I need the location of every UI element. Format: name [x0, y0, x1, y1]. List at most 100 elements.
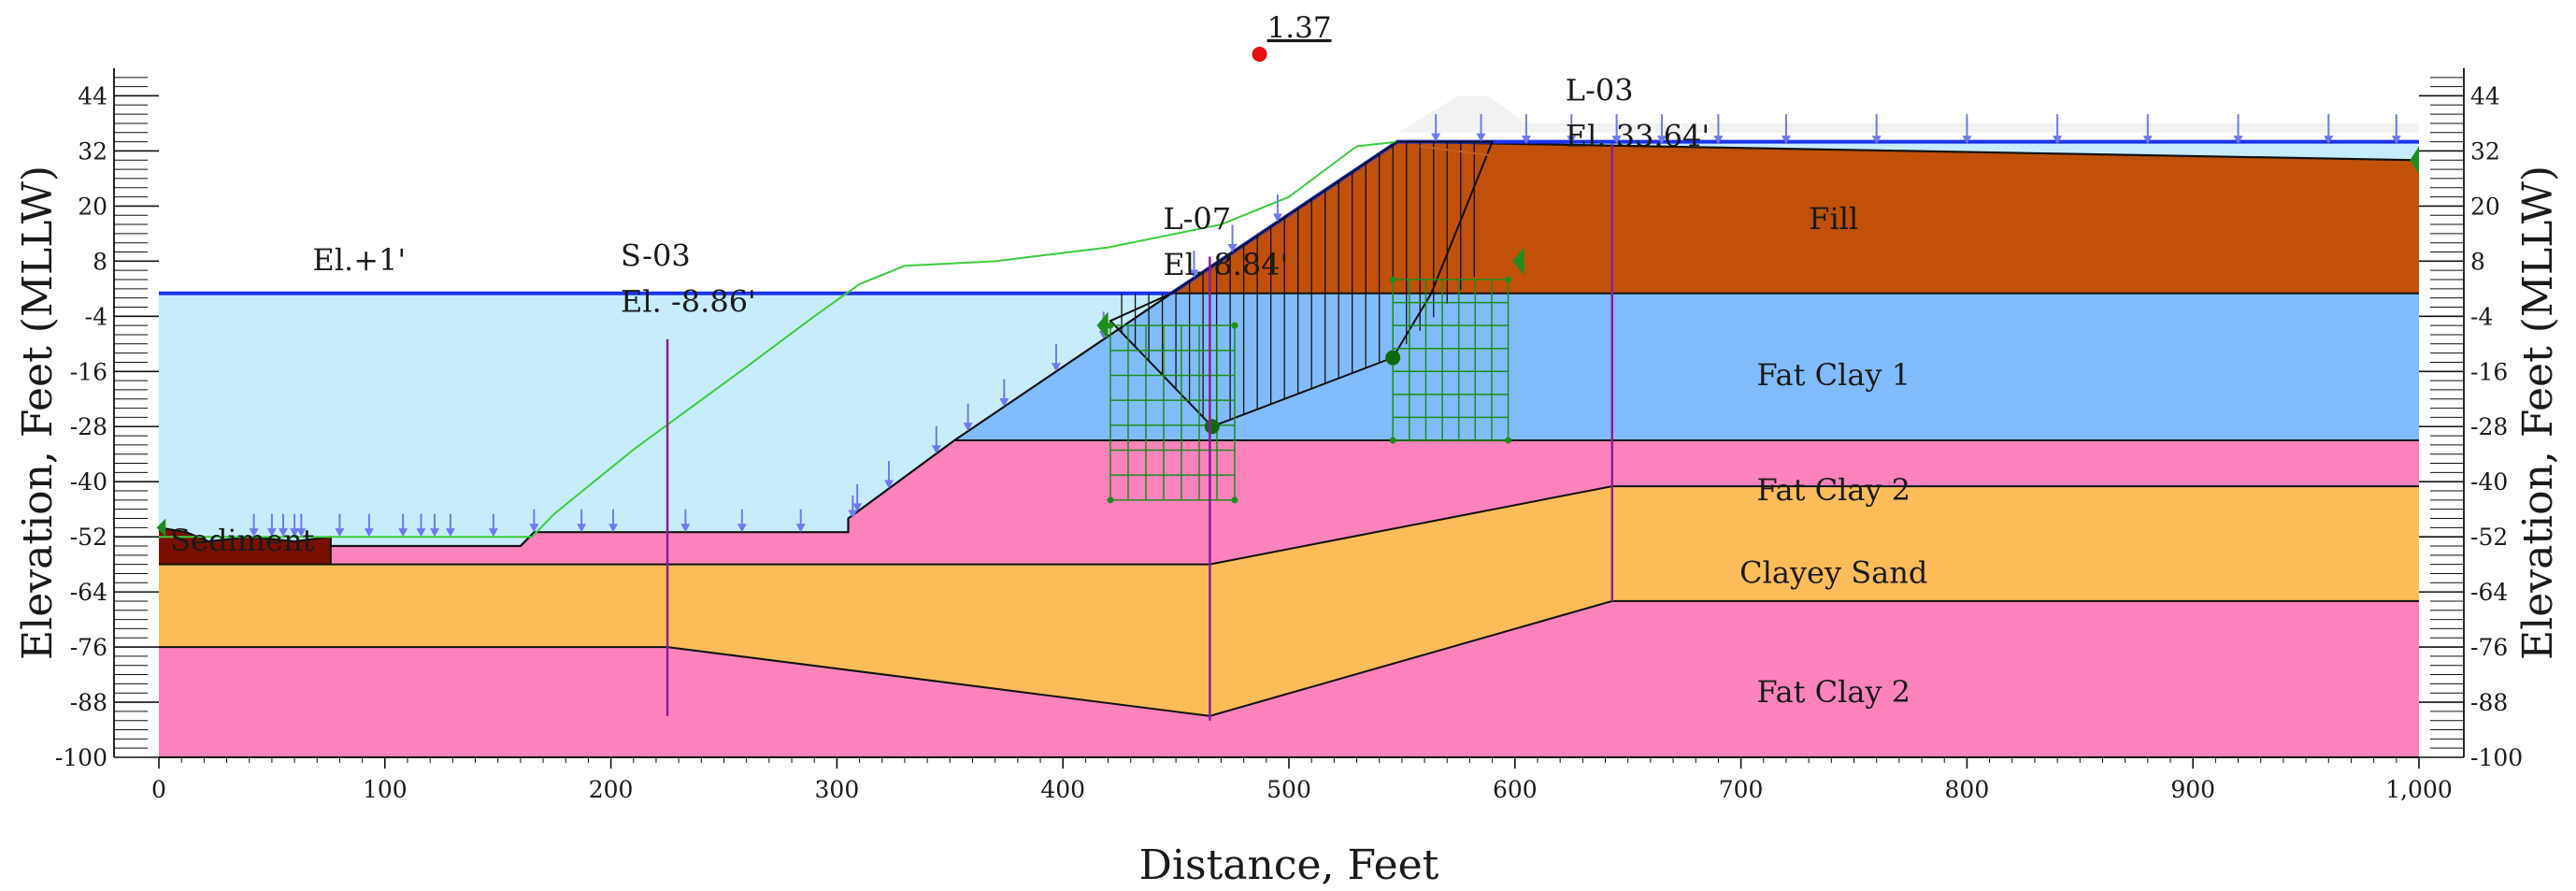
load-arrow: [884, 461, 894, 489]
load-arrow: [2053, 114, 2063, 145]
soil-label: Fat Clay 1: [1756, 357, 1911, 393]
load-arrow: [1272, 194, 1282, 223]
load-arrow-head: [529, 524, 539, 533]
layer-fat-clay-2-lower: [159, 600, 2419, 757]
boring-elevation: El. -8.86': [621, 283, 756, 319]
load-arrow: [2324, 114, 2334, 145]
x-tick-label: 200: [589, 776, 634, 803]
load-arrow-head: [1611, 136, 1622, 145]
load-arrow: [1871, 114, 1882, 145]
load-arrow-head: [335, 528, 345, 538]
load-arrow: [266, 513, 277, 538]
x-tick-label: 700: [1719, 776, 1764, 803]
soil-label: Fat Clay 2: [1756, 472, 1911, 508]
load-arrow-head: [445, 528, 455, 538]
y-tick-label-left: -28: [70, 413, 107, 440]
load-arrow-head: [278, 528, 288, 538]
load-arrow-head: [737, 524, 747, 533]
soil-layers: [159, 141, 2419, 757]
load-arrow: [577, 509, 587, 533]
load-arrow: [963, 403, 973, 432]
water-fill: [159, 293, 1172, 546]
load-arrow-head: [852, 503, 863, 512]
load-arrow: [416, 513, 426, 538]
load-arrow-head: [608, 524, 619, 533]
x-tick-label: 500: [1267, 776, 1311, 803]
x-tick-label: 1,000: [2385, 776, 2453, 803]
y-tick-label-left: -64: [70, 579, 107, 606]
x-tick-label: 800: [1945, 776, 1990, 803]
load-arrow: [1962, 114, 1972, 145]
soil-label: Fill: [1809, 201, 1858, 237]
load-arrow: [335, 513, 345, 538]
load-arrow-head: [963, 423, 973, 432]
x-tick-label: 300: [815, 776, 860, 803]
load-arrow: [1476, 114, 1486, 142]
flag-marker: [2410, 146, 2419, 175]
grid-corner-dot: [1505, 276, 1512, 283]
load-arrow-head: [266, 528, 277, 538]
load-arrow: [398, 513, 408, 538]
load-arrow-head: [249, 528, 259, 538]
load-arrow-head: [1189, 269, 1199, 279]
load-arrow: [1051, 343, 1061, 372]
y-tick-label-left: -100: [55, 744, 107, 771]
ground-surface-line: [158, 140, 2420, 548]
load-arrow: [1781, 114, 1791, 145]
critical-surface-trace: [159, 140, 1398, 539]
load-arrow-head: [488, 528, 498, 538]
load-arrow-head: [429, 528, 439, 538]
load-arrow-head: [1272, 213, 1282, 223]
grid-corner-dot: [1505, 437, 1512, 444]
grid-corner-dot: [1107, 496, 1114, 504]
y-tick-label-right: -40: [2470, 468, 2508, 496]
critical-center-dot: [1385, 350, 1401, 366]
y-tick-label-left: -76: [70, 634, 107, 661]
load-arrow-head: [848, 510, 858, 519]
x-axis-title: Distance, Feet: [1139, 841, 1439, 886]
factor-of-safety-marker: [1252, 47, 1267, 62]
boring-elevation: El. 33.64': [1566, 119, 1710, 154]
load-arrow: [1567, 114, 1577, 145]
load-arrow-head: [1656, 136, 1667, 145]
load-arrow-head: [290, 528, 300, 538]
load-arrow-head: [680, 524, 691, 533]
load-arrow: [737, 509, 747, 533]
x-tick-label: 400: [1040, 776, 1085, 803]
load-arrow-head: [795, 524, 806, 533]
soil-label: Fat Clay 2: [1756, 674, 1911, 710]
load-arrow: [848, 495, 858, 519]
load-arrow: [1611, 114, 1622, 145]
load-arrow-head: [884, 480, 894, 489]
load-arrow-head: [1521, 136, 1531, 145]
y-tick-label-right: -52: [2470, 524, 2508, 551]
load-arrow: [999, 379, 1009, 407]
boring-name: L-07: [1163, 201, 1231, 237]
load-arrow-head: [296, 528, 307, 538]
load-arrow-head: [2053, 136, 2063, 145]
layer-sediment: [159, 527, 331, 565]
crest-crack: [1420, 145, 1493, 157]
layer-fill: [1171, 141, 2419, 294]
y-tick-label-right: 8: [2470, 248, 2485, 275]
y-tick-label-right: 32: [2470, 137, 2500, 165]
load-arrow: [2391, 114, 2401, 145]
grid-corner-dot: [1231, 496, 1238, 504]
load-arrow: [364, 513, 374, 538]
y-tick-label-left: 44: [78, 82, 107, 109]
y-tick-label-left: 20: [78, 193, 107, 220]
flag-marker: [1512, 247, 1524, 276]
load-arrow: [680, 509, 691, 533]
load-arrow-head: [931, 445, 941, 454]
load-arrow-head: [1431, 133, 1441, 142]
load-arrow-head: [1476, 133, 1486, 142]
load-arrow-head: [1781, 136, 1791, 145]
soil-label: Clayey Sand: [1739, 554, 1927, 590]
load-arrow: [1227, 224, 1238, 252]
load-arrow: [296, 513, 307, 538]
factor-of-safety-label: 1.37: [1267, 11, 1332, 45]
